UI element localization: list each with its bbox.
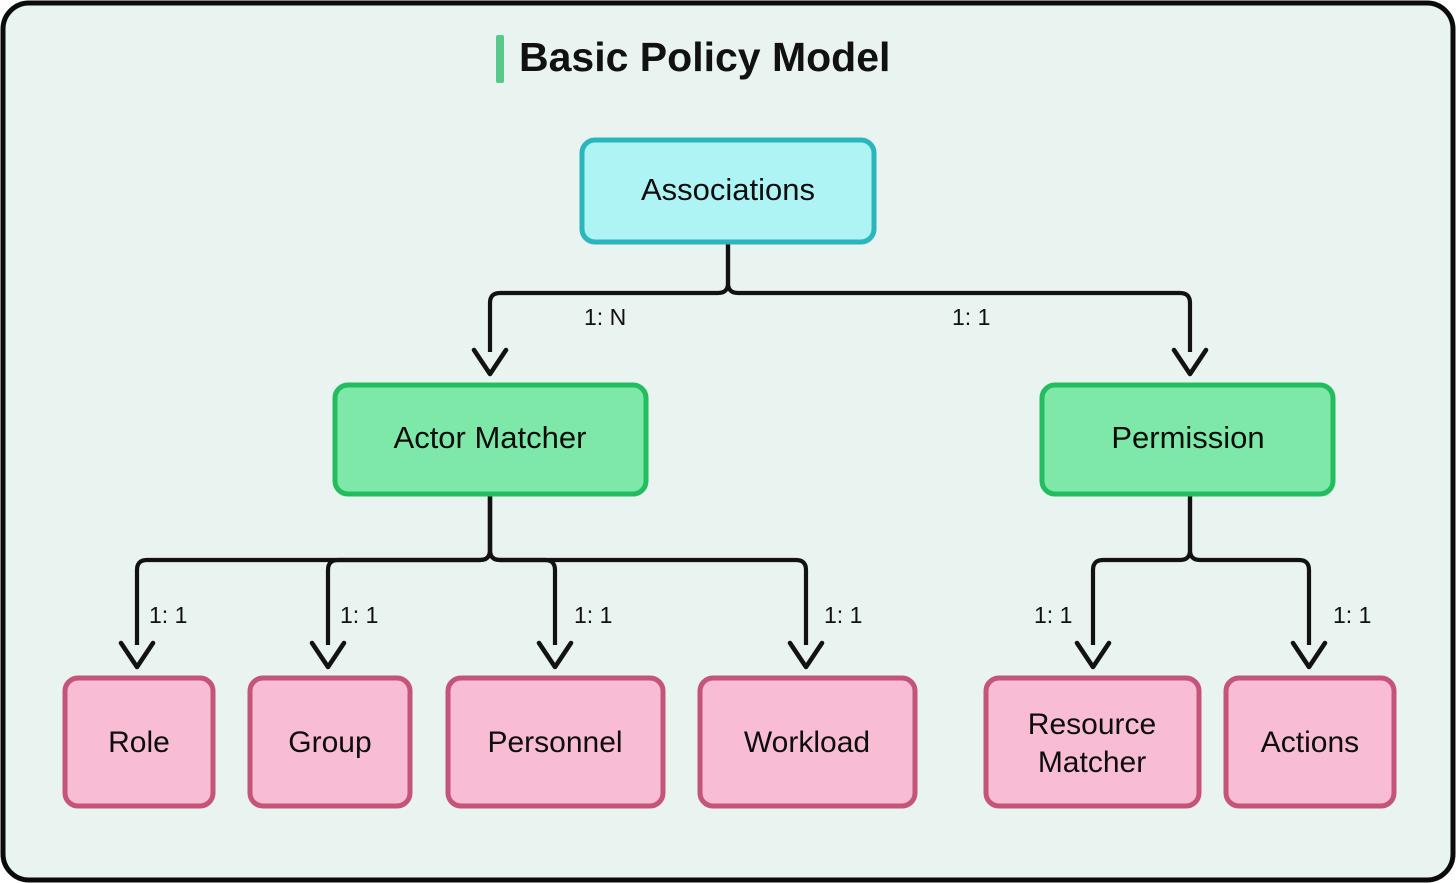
node-associations[interactable]: Associations bbox=[579, 137, 877, 245]
node-workload-box[interactable] bbox=[697, 675, 918, 809]
node-actor-matcher-box[interactable] bbox=[332, 382, 649, 497]
arrowhead-actions bbox=[1290, 640, 1328, 670]
node-permission-label: Permission bbox=[1111, 420, 1264, 455]
edge-label-permission-resource-matcher: 1: 1 bbox=[1034, 602, 1072, 628]
node-role-label: Role bbox=[108, 726, 170, 759]
edge-label-actor-matcher-workload: 1: 1 bbox=[824, 602, 862, 628]
node-actions-box[interactable] bbox=[1223, 675, 1397, 809]
edge-label-actor-matcher-group: 1: 1 bbox=[340, 602, 378, 628]
arrowhead-group bbox=[309, 640, 347, 670]
edge-permission-bus-right bbox=[1187, 496, 1312, 645]
arrowhead-personnel bbox=[536, 640, 574, 670]
node-personnel-label: Personnel bbox=[487, 726, 622, 759]
node-resource-matcher[interactable]: Resource Matcher bbox=[983, 675, 1202, 809]
edge-label-associations-actor-matcher: 1: N bbox=[584, 304, 626, 330]
edge-group bbox=[118, 244, 1328, 670]
edge-label-associations-permission: 1: 1 bbox=[952, 304, 990, 330]
title-accent-bar bbox=[496, 35, 504, 83]
node-permission-box[interactable] bbox=[1039, 382, 1336, 497]
node-associations-box[interactable] bbox=[579, 137, 877, 245]
node-associations-label: Associations bbox=[641, 172, 815, 207]
page-title: Basic Policy Model bbox=[519, 34, 890, 80]
node-actor-matcher[interactable]: Actor Matcher bbox=[332, 382, 649, 497]
node-role[interactable]: Role bbox=[62, 675, 216, 809]
edge-label-permission-actions: 1: 1 bbox=[1333, 602, 1371, 628]
edge-actor-bus-workload bbox=[487, 496, 809, 645]
edge-label-actor-matcher-personnel: 1: 1 bbox=[574, 602, 612, 628]
node-personnel[interactable]: Personnel bbox=[445, 675, 666, 809]
node-resource-matcher-box[interactable] bbox=[983, 675, 1202, 809]
arrowhead-actor-matcher bbox=[471, 347, 509, 377]
node-resource-matcher-label-line1: Resource bbox=[1028, 708, 1156, 741]
node-role-box[interactable] bbox=[62, 675, 216, 809]
arrowhead-resource-matcher bbox=[1074, 640, 1112, 670]
node-group-box[interactable] bbox=[247, 675, 413, 809]
node-actions-label: Actions bbox=[1261, 726, 1359, 759]
arrowhead-role bbox=[118, 640, 156, 670]
node-workload[interactable]: Workload bbox=[697, 675, 918, 809]
edge-label-actor-matcher-role: 1: 1 bbox=[149, 602, 187, 628]
edge-associations-trunk-left bbox=[487, 244, 731, 352]
node-resource-matcher-label-line2: Matcher bbox=[1038, 746, 1146, 779]
arrowhead-permission bbox=[1171, 347, 1209, 377]
arrowhead-workload bbox=[787, 640, 825, 670]
node-actor-matcher-label: Actor Matcher bbox=[394, 420, 587, 455]
node-actions[interactable]: Actions bbox=[1223, 675, 1397, 809]
node-permission[interactable]: Permission bbox=[1039, 382, 1336, 497]
edge-label-group: 1: N 1: 1 1: 1 1: 1 1: 1 1: 1 1: 1 1: 1 bbox=[149, 304, 1371, 628]
node-workload-label: Workload bbox=[744, 726, 870, 759]
node-group[interactable]: Group bbox=[247, 675, 413, 809]
node-group-label: Group bbox=[288, 726, 371, 759]
node-personnel-box[interactable] bbox=[445, 675, 666, 809]
